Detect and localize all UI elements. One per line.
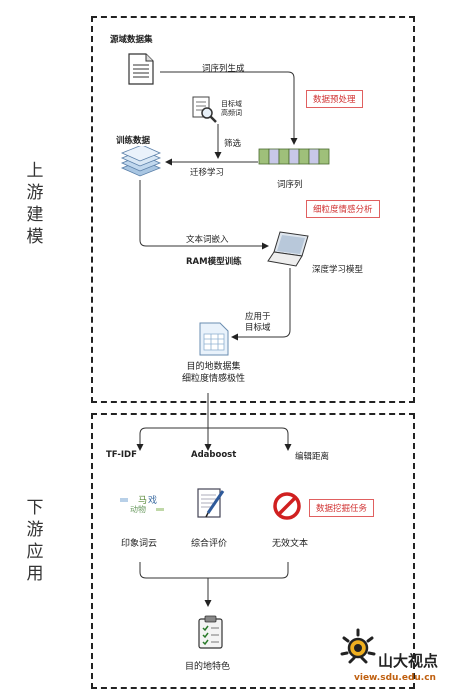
- laptop-icon: [267, 231, 309, 267]
- downstream-box: [91, 413, 415, 689]
- text-embedding-label: 文本词嵌入: [186, 235, 229, 245]
- overall-eval-label: 综合评价: [191, 539, 228, 549]
- document-icon: [128, 53, 154, 85]
- target-hf-label: 目标域 高频词: [221, 100, 242, 117]
- edit-distance-label: 编辑距离: [295, 452, 330, 462]
- adaboost-label: Adaboost: [191, 450, 237, 460]
- watermark-brand: 山大视点: [378, 652, 439, 670]
- tag-finegrained: 细粒度情感分析: [306, 200, 380, 218]
- ram-training-label: RAM模型训练: [186, 257, 242, 267]
- tag-preprocess: 数据预处理: [306, 90, 363, 108]
- watermark-url: view.sdu.edu.cn: [354, 673, 436, 683]
- upstream-side-label: 上 游 建 模: [26, 161, 44, 247]
- downstream-side-label: 下 游 应 用: [26, 498, 44, 584]
- wordseq-gen-label: 词序列生成: [202, 64, 245, 74]
- pen-paper-icon: [197, 488, 225, 518]
- word-sequence-icon: [258, 148, 330, 165]
- filter-label: 筛选: [224, 139, 242, 149]
- word-sequence-label: 词序列: [277, 180, 303, 190]
- clipboard-icon: [198, 615, 223, 649]
- destination-dataset-label: 目的地数据集 细粒度情感极性: [182, 362, 246, 384]
- data-stack-icon: [120, 146, 162, 177]
- spreadsheet-document-icon: [199, 322, 229, 356]
- tag-data-mining: 数据挖掘任务: [309, 499, 375, 517]
- apply-to-label: 应用于 目标域: [245, 312, 271, 333]
- magnifier-document-icon: [192, 96, 217, 123]
- invalid-text-label: 无效文本: [272, 539, 309, 549]
- wordcloud-label: 印象词云: [121, 539, 158, 549]
- source-corpus-label: 源域数据集: [110, 35, 153, 45]
- training-data-label: 训练数据: [116, 136, 151, 146]
- upstream-box: [91, 16, 415, 403]
- transfer-learning-label: 迁移学习: [190, 168, 225, 178]
- deep-model-label: 深度学习模型: [312, 265, 364, 275]
- destination-features-label: 目的地特色: [185, 662, 231, 672]
- sdu-logo-icon: [340, 628, 376, 664]
- tfidf-label: TF-IDF: [106, 450, 137, 460]
- word-cloud-icon: 马 戏 动物: [120, 490, 166, 520]
- prohibited-icon: [273, 492, 301, 520]
